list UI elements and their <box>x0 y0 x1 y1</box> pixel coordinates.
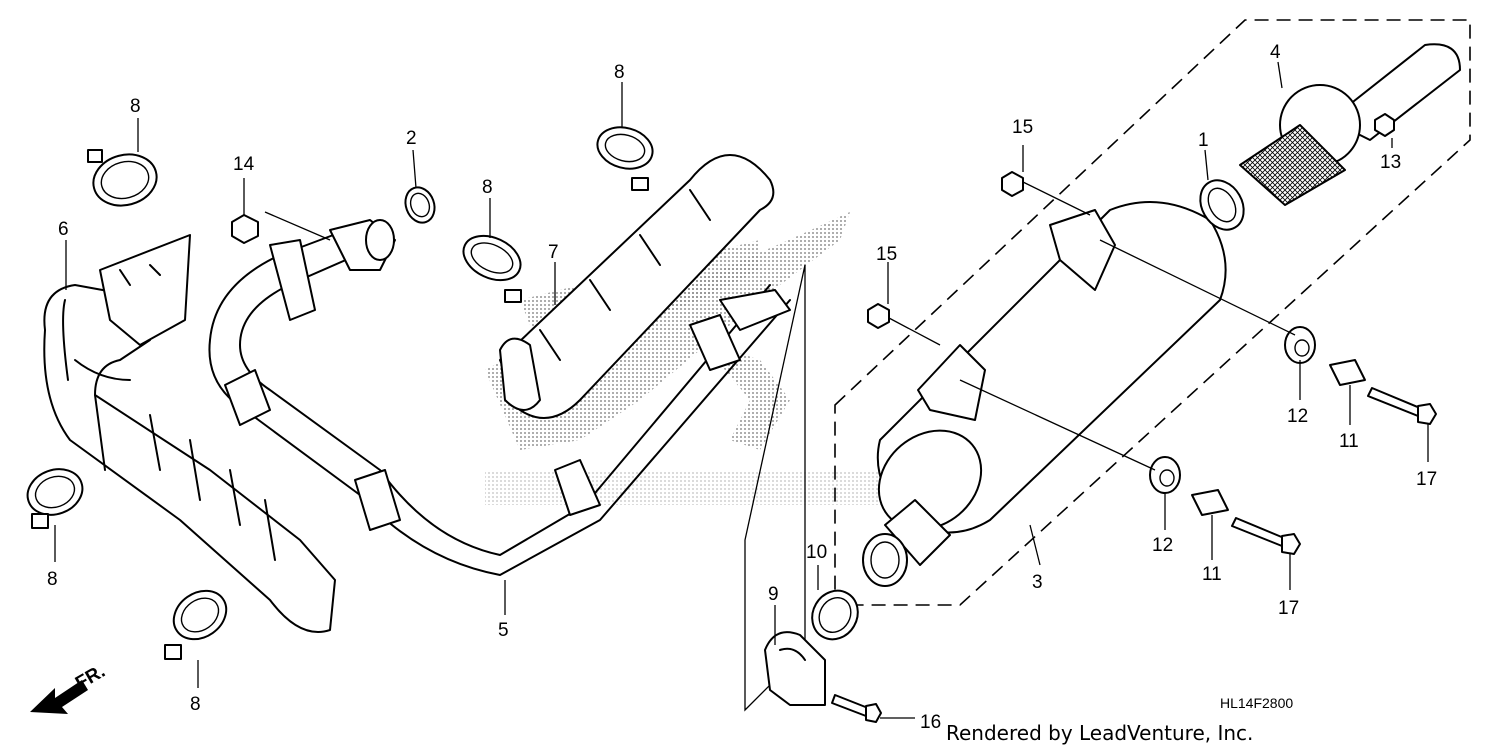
collar <box>1191 489 1229 516</box>
callout-7: 7 <box>548 242 559 263</box>
flange-nut <box>231 214 259 244</box>
callout-15: 15 <box>876 244 897 265</box>
hose-clamp <box>26 468 84 529</box>
callout-10: 10 <box>806 542 827 563</box>
bolt <box>831 694 882 723</box>
joint-sleeve <box>811 589 859 641</box>
hose-clamp <box>164 589 228 660</box>
flange-nut <box>1001 171 1024 197</box>
callout-8: 8 <box>130 96 141 117</box>
front-direction-arrow-icon: FR. <box>30 661 109 714</box>
leader-lines <box>54 61 1429 719</box>
callout-6: 6 <box>58 219 69 240</box>
grommet <box>1149 456 1181 494</box>
joint-clamp <box>764 631 826 706</box>
exhaust-pipe-front <box>43 234 336 633</box>
flange-nut <box>867 303 890 329</box>
gasket-2 <box>404 186 436 224</box>
callout-12: 12 <box>1152 535 1173 556</box>
callout-5: 5 <box>498 620 509 641</box>
bolt <box>1367 387 1437 425</box>
collar <box>1329 359 1366 386</box>
bolt <box>1374 113 1395 137</box>
callout-2: 2 <box>406 128 417 149</box>
bolt <box>1231 517 1301 555</box>
callout-13: 13 <box>1380 152 1401 173</box>
hose-clamp <box>596 126 654 191</box>
tailpipe-arrestor <box>1239 43 1461 206</box>
heat-shield <box>499 154 775 419</box>
callout-3: 3 <box>1032 572 1043 593</box>
exhaust-pipe-main <box>208 219 791 576</box>
callout-9: 9 <box>768 584 779 605</box>
callout-12: 12 <box>1287 406 1308 427</box>
hose-clamp <box>462 234 522 303</box>
muffler <box>862 201 1227 587</box>
callout-11: 11 <box>1202 564 1222 585</box>
callout-8: 8 <box>482 177 493 198</box>
callout-8: 8 <box>190 694 201 715</box>
hose-clamp <box>87 149 158 207</box>
gasket-1 <box>1199 179 1245 231</box>
callout-4: 4 <box>1270 42 1281 63</box>
callout-16: 16 <box>920 712 941 733</box>
callout-8: 8 <box>47 569 58 590</box>
diagram-code: HL14F2800 <box>1220 695 1293 711</box>
callout-11: 11 <box>1339 431 1359 452</box>
callout-14: 14 <box>233 154 255 175</box>
render-credit: Rendered by LeadVenture, Inc. <box>946 721 1253 745</box>
callout-17: 17 <box>1278 598 1299 619</box>
callout-17: 17 <box>1416 469 1437 490</box>
callout-15: 15 <box>1012 117 1033 138</box>
callout-1: 1 <box>1198 130 1209 151</box>
callout-8: 8 <box>614 62 625 83</box>
